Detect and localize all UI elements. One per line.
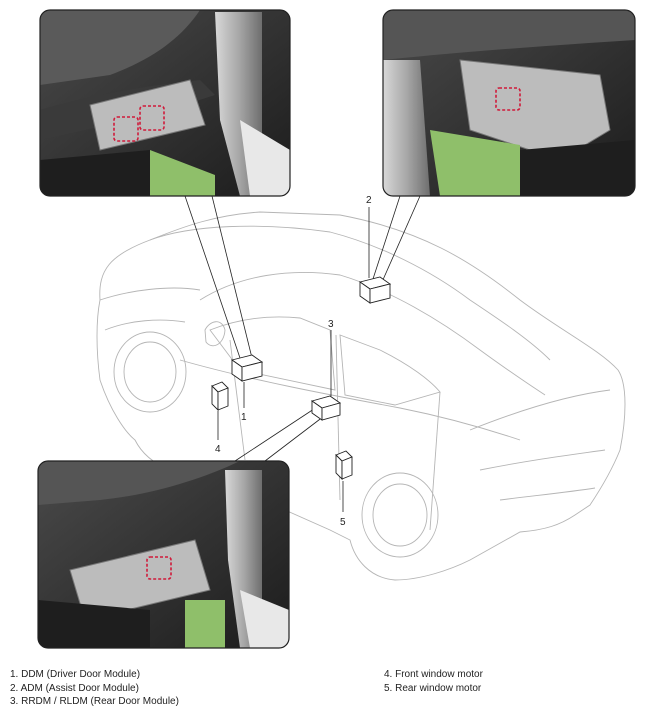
module-box-icon (358, 276, 392, 304)
inset-assist-door (383, 10, 635, 196)
callout-3: 3 (328, 319, 334, 330)
inset-rear-door (38, 461, 289, 648)
window-switch-icon (113, 105, 165, 142)
module-box-icon (230, 354, 264, 382)
motor-box-icon (335, 450, 353, 481)
leader-lines-ddm (184, 195, 253, 359)
callout-5: 5 (340, 517, 346, 528)
callout-4: 4 (215, 444, 221, 455)
leader-lines-adm (371, 195, 421, 283)
module-box-icon (310, 395, 342, 421)
legend-item-1: 1. DDM (Driver Door Module) (10, 669, 141, 680)
callout-leaders (217, 207, 370, 512)
legend-item-5: 5. Rear window motor (384, 682, 482, 694)
callout-2: 2 (366, 195, 372, 206)
door-module-location-diagram: 1 2 3 4 5 (37, 9, 636, 649)
legend-right: 4. Front window motor 5. Rear window mot… (384, 668, 483, 695)
legend-item-4: 4. Front window motor (384, 669, 483, 680)
legend-left: 1. DDM (Driver Door Module) 2. ADM (Assi… (10, 668, 179, 709)
inset-driver-door (40, 10, 290, 196)
window-switch-icon (146, 556, 172, 580)
motor-box-icon (211, 381, 229, 412)
window-switch-icon (495, 87, 521, 111)
callout-1: 1 (241, 412, 247, 423)
legend-item-2: 2. ADM (Assist Door Module) (10, 682, 139, 694)
legend-item-3: 3. RRDM / RLDM (Rear Door Module) (10, 696, 179, 707)
